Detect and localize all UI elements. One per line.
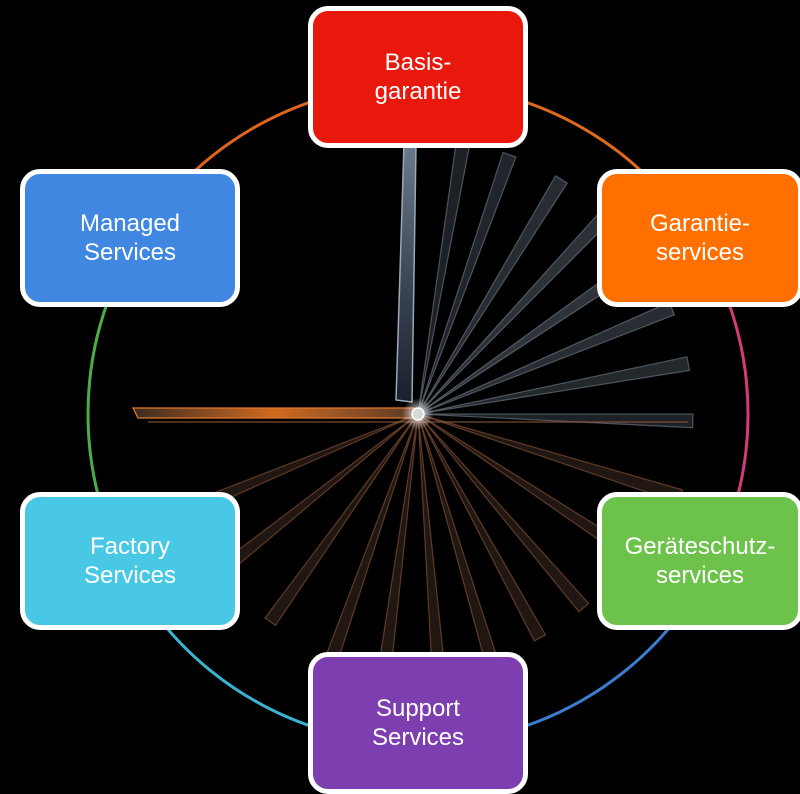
node-label-line: Support [375,695,461,722]
node-garantieservices[interactable]: Garantie-services [597,169,800,307]
ghost-screen-11 [417,413,547,642]
laptop-rotation-icon [132,140,694,670]
node-label: Garantie-services [650,209,750,267]
node-label-line: Garantie- [649,210,751,237]
ghost-screen-7 [417,413,694,429]
node-label-line: services [655,239,744,266]
ghost-screen-14 [378,413,419,669]
ghost-screen-6 [417,356,691,415]
ghost-screen-10 [417,413,590,613]
node-label-line: Geräteschutz- [624,533,776,560]
laptop-base [132,407,417,419]
node-label-line: Managed [79,210,181,237]
node-label-line: Factory [89,533,170,560]
ghost-screen-1 [417,151,517,415]
node-label: Basis-garantie [375,48,462,106]
node-label-line: Services [83,239,176,266]
node-label-line: Services [83,562,177,589]
laptop-screen [395,143,417,403]
node-label-line: services [655,562,744,589]
ghost-screen-5 [417,301,676,415]
ghost-screen-2 [417,175,569,415]
node-label-line: Basis- [384,49,452,76]
node-label-line: garantie [374,78,462,105]
node-basisgarantie[interactable]: Basis-garantie [308,6,528,148]
ghost-screen-16 [264,413,419,627]
node-label: Geräteschutz-services [625,532,776,590]
node-label-line: Services [371,724,465,751]
node-geraeteschutzservices[interactable]: Geräteschutz-services [597,492,800,630]
hinge-icon [411,407,425,421]
